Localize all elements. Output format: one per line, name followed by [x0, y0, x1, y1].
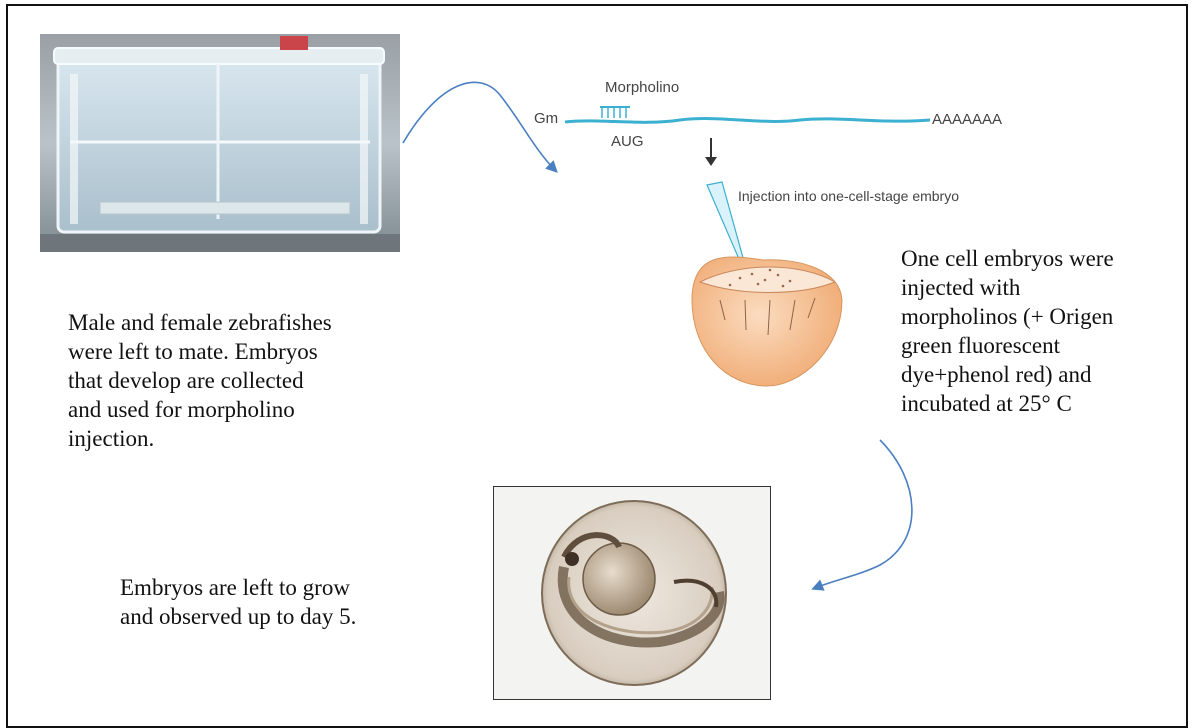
morpholino-glyph	[600, 107, 630, 118]
flow-arrow-1	[403, 82, 555, 170]
mrna-strand	[565, 119, 930, 123]
injection-label: Injection into one-cell-stage embryo	[738, 188, 959, 204]
injection-description: One cell embryos were injected with morp…	[901, 244, 1114, 418]
flow-arrow-2	[815, 440, 912, 588]
cap-label: Gm	[534, 110, 558, 127]
poly-a-label: AAAAAAA	[932, 111, 1002, 128]
one-cell-embryo	[692, 257, 842, 386]
aug-label: AUG	[611, 133, 644, 150]
growth-description: Embryos are left to grow and observed up…	[120, 573, 356, 631]
embryo-day5-photo	[493, 486, 771, 700]
morpholino-label: Morpholino	[605, 79, 679, 96]
mating-description: Male and female zebrafishes were left to…	[68, 308, 332, 453]
